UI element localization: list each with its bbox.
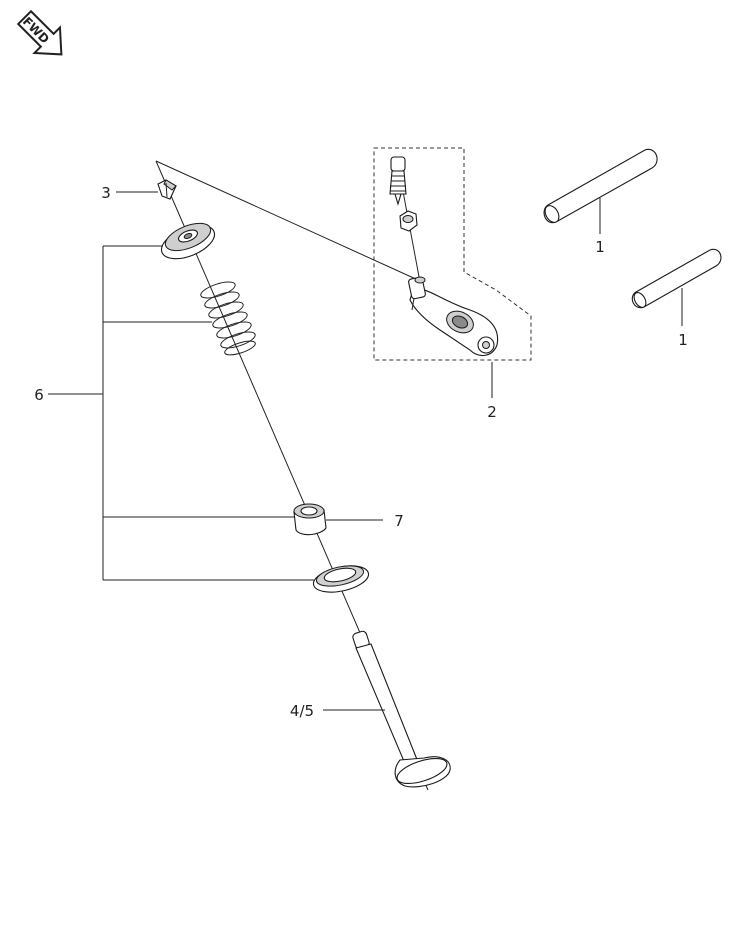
- fwd-arrow-icon: FWD: [16, 9, 63, 56]
- callout-6: 6: [34, 386, 44, 404]
- spring-seat: [312, 565, 370, 593]
- callout-4-5: 4/5: [290, 702, 314, 720]
- valve: [352, 630, 451, 788]
- callout-3: 3: [101, 184, 111, 202]
- rocker-arm: [408, 276, 499, 356]
- callout-2: 2: [487, 403, 497, 421]
- rocker-shaft-2: [631, 248, 722, 309]
- lock-nut: [399, 210, 418, 232]
- callout-1-upper: 1: [595, 238, 605, 256]
- group-6-bracket: [48, 245, 314, 581]
- rocker-assembly-group-box: [373, 147, 532, 361]
- callout-1-lower: 1: [678, 331, 688, 349]
- rocker-shaft-1: [543, 148, 658, 224]
- callout-7: 7: [394, 512, 404, 530]
- valve-spring: [200, 281, 256, 356]
- adjuster-screw: [389, 156, 407, 206]
- valve-stem-seal: [293, 503, 327, 536]
- spring-retainer: [160, 222, 216, 260]
- rocker-axis-line: [155, 160, 419, 281]
- valve-cotter: [157, 179, 177, 200]
